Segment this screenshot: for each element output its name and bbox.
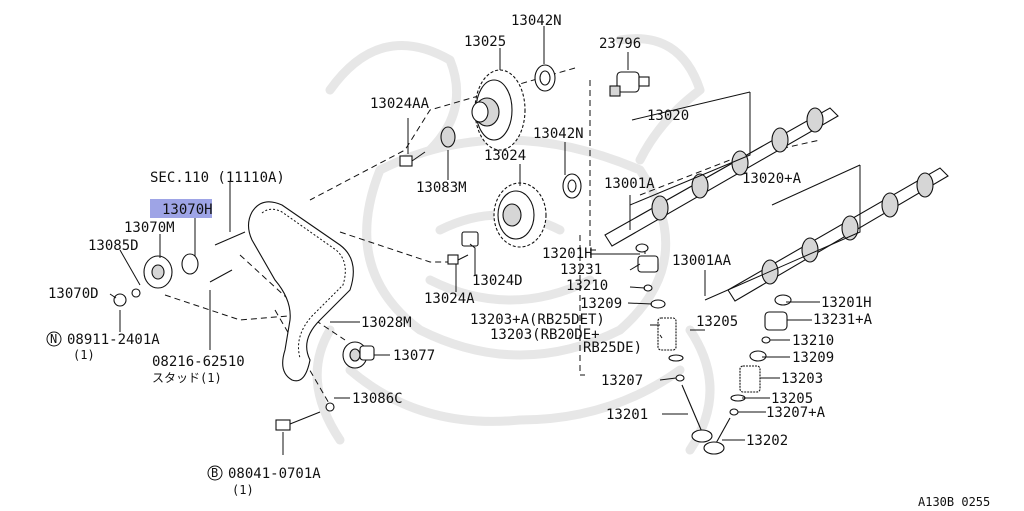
- cam-sprocket-13024: [493, 182, 547, 248]
- n-mark: N: [50, 332, 57, 346]
- label-13201[interactable]: 13201: [606, 407, 648, 423]
- label-13209-right[interactable]: 13209: [792, 350, 834, 366]
- label-13024[interactable]: 13024: [484, 148, 526, 164]
- cam-sprocket-13025: [471, 69, 526, 151]
- label-13024A[interactable]: 13024A: [424, 291, 475, 307]
- label-13028M[interactable]: 13028M: [361, 315, 412, 331]
- label-13210-mid[interactable]: 13210: [566, 278, 608, 294]
- small-hardware: [399, 126, 479, 265]
- label-13085D[interactable]: 13085D: [88, 238, 139, 254]
- label-13207A-right[interactable]: 13207+A: [766, 405, 826, 421]
- label-sec110[interactable]: SEC.110 (11110A): [150, 170, 285, 186]
- label-13042N-mid[interactable]: 13042N: [533, 126, 584, 142]
- part-labels: 13042N 13025 23796 13024AA 13042N 13020 …: [46, 13, 990, 509]
- b-mark-circle: [207, 465, 223, 481]
- valve-train-set-2: [703, 294, 792, 455]
- camshaft-13020: [604, 107, 839, 247]
- label-13070D[interactable]: 13070D: [48, 286, 99, 302]
- label-13077[interactable]: 13077: [393, 348, 435, 364]
- label-13025[interactable]: 13025: [464, 34, 506, 50]
- label-13207-mid[interactable]: 13207: [601, 373, 643, 389]
- label-13203A[interactable]: 13203+A(RB25DET): [470, 312, 605, 328]
- label-13231[interactable]: 13231: [560, 262, 602, 278]
- tensioner-pulley: [113, 231, 246, 307]
- cam-sensor-23796: [609, 71, 650, 97]
- label-13209-mid[interactable]: 13209: [580, 296, 622, 312]
- leader-lines: [109, 26, 861, 455]
- label-13205-right[interactable]: 13205: [771, 391, 813, 407]
- label-13020A[interactable]: 13020+A: [742, 171, 802, 187]
- diagram-reference-code: A130B 0255: [918, 495, 990, 509]
- label-08216[interactable]: 08216-62510: [152, 354, 245, 370]
- label-13020[interactable]: 13020: [647, 108, 689, 124]
- timing-belt: [247, 201, 354, 382]
- n-mark-circle: [46, 331, 62, 347]
- label-08041[interactable]: 08041-0701A: [228, 466, 321, 482]
- label-13201H-mid[interactable]: 13201H: [542, 246, 593, 262]
- label-08911-qty: (1): [73, 348, 95, 362]
- label-13024D[interactable]: 13024D: [472, 273, 523, 289]
- idler-pulley-13077: [342, 341, 375, 369]
- label-13231A-right[interactable]: 13231+A: [813, 312, 873, 328]
- label-13083M[interactable]: 13083M: [416, 180, 467, 196]
- label-08041-qty: (1): [232, 483, 254, 497]
- label-13070H[interactable]: 13070H: [162, 202, 213, 218]
- label-13210-right[interactable]: 13210: [792, 333, 834, 349]
- label-13042N-top[interactable]: 13042N: [511, 13, 562, 29]
- label-13203[interactable]: 13203(RB20DE+: [490, 327, 600, 343]
- label-13024AA[interactable]: 13024AA: [370, 96, 430, 112]
- label-23796[interactable]: 23796: [599, 36, 641, 52]
- label-13070M[interactable]: 13070M: [124, 220, 175, 236]
- label-13086C[interactable]: 13086C: [352, 391, 403, 407]
- label-08216-stud: スタッド(1): [152, 371, 222, 385]
- oil-seals: [534, 64, 582, 199]
- label-13201H-right[interactable]: 13201H: [821, 295, 872, 311]
- b-mark: B: [211, 466, 218, 480]
- long-bolt-08041: [275, 402, 335, 431]
- camshaft-13020A: [727, 167, 949, 302]
- label-13001A[interactable]: 13001A: [604, 176, 655, 192]
- highlight-13070H: [150, 199, 212, 218]
- label-08911[interactable]: 08911-2401A: [67, 332, 160, 348]
- label-13205-mid[interactable]: 13205: [696, 314, 738, 330]
- label-13001AA[interactable]: 13001AA: [672, 253, 732, 269]
- label-13203-right[interactable]: 13203: [781, 371, 823, 387]
- valve-train-set-1: [635, 243, 713, 443]
- watermark-emblem: [312, 34, 715, 455]
- label-13203-cont[interactable]: RB25DE): [583, 340, 642, 356]
- label-13202[interactable]: 13202: [746, 433, 788, 449]
